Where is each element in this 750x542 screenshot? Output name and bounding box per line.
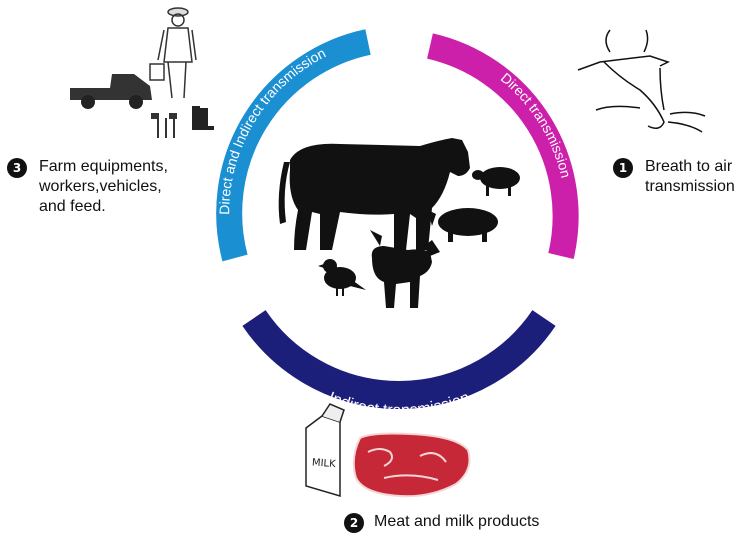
pig-icon xyxy=(428,208,498,242)
meat-icon xyxy=(354,434,470,497)
item-3-line-2: workers,vehicles, xyxy=(39,177,168,197)
bird-icon xyxy=(318,259,366,296)
farmer-icon xyxy=(150,8,196,98)
cow-breath-icon xyxy=(578,30,705,132)
boots-icon xyxy=(192,106,214,130)
item-1-line-1: Breath to air xyxy=(645,157,735,177)
item-3-label: Farm equipments, workers,vehicles, and f… xyxy=(39,157,168,217)
item-3-line-1: Farm equipments, xyxy=(39,157,168,177)
tools-icon xyxy=(152,114,176,138)
item-2-label: Meat and milk products xyxy=(374,512,539,532)
truck-icon xyxy=(70,74,152,109)
sheep-icon xyxy=(472,167,520,196)
indirect-arc xyxy=(254,318,544,395)
item-1-number: 1 xyxy=(613,158,633,178)
milk-carton-icon: MILK xyxy=(306,404,344,496)
item-3-number: 3 xyxy=(7,158,27,178)
carton-text: MILK xyxy=(312,457,337,470)
item-1-line-2: transmission xyxy=(645,177,735,197)
item-3-line-3: and feed. xyxy=(39,197,168,217)
item-2-number: 2 xyxy=(344,513,364,533)
item-1-label: Breath to air transmission xyxy=(645,157,735,197)
